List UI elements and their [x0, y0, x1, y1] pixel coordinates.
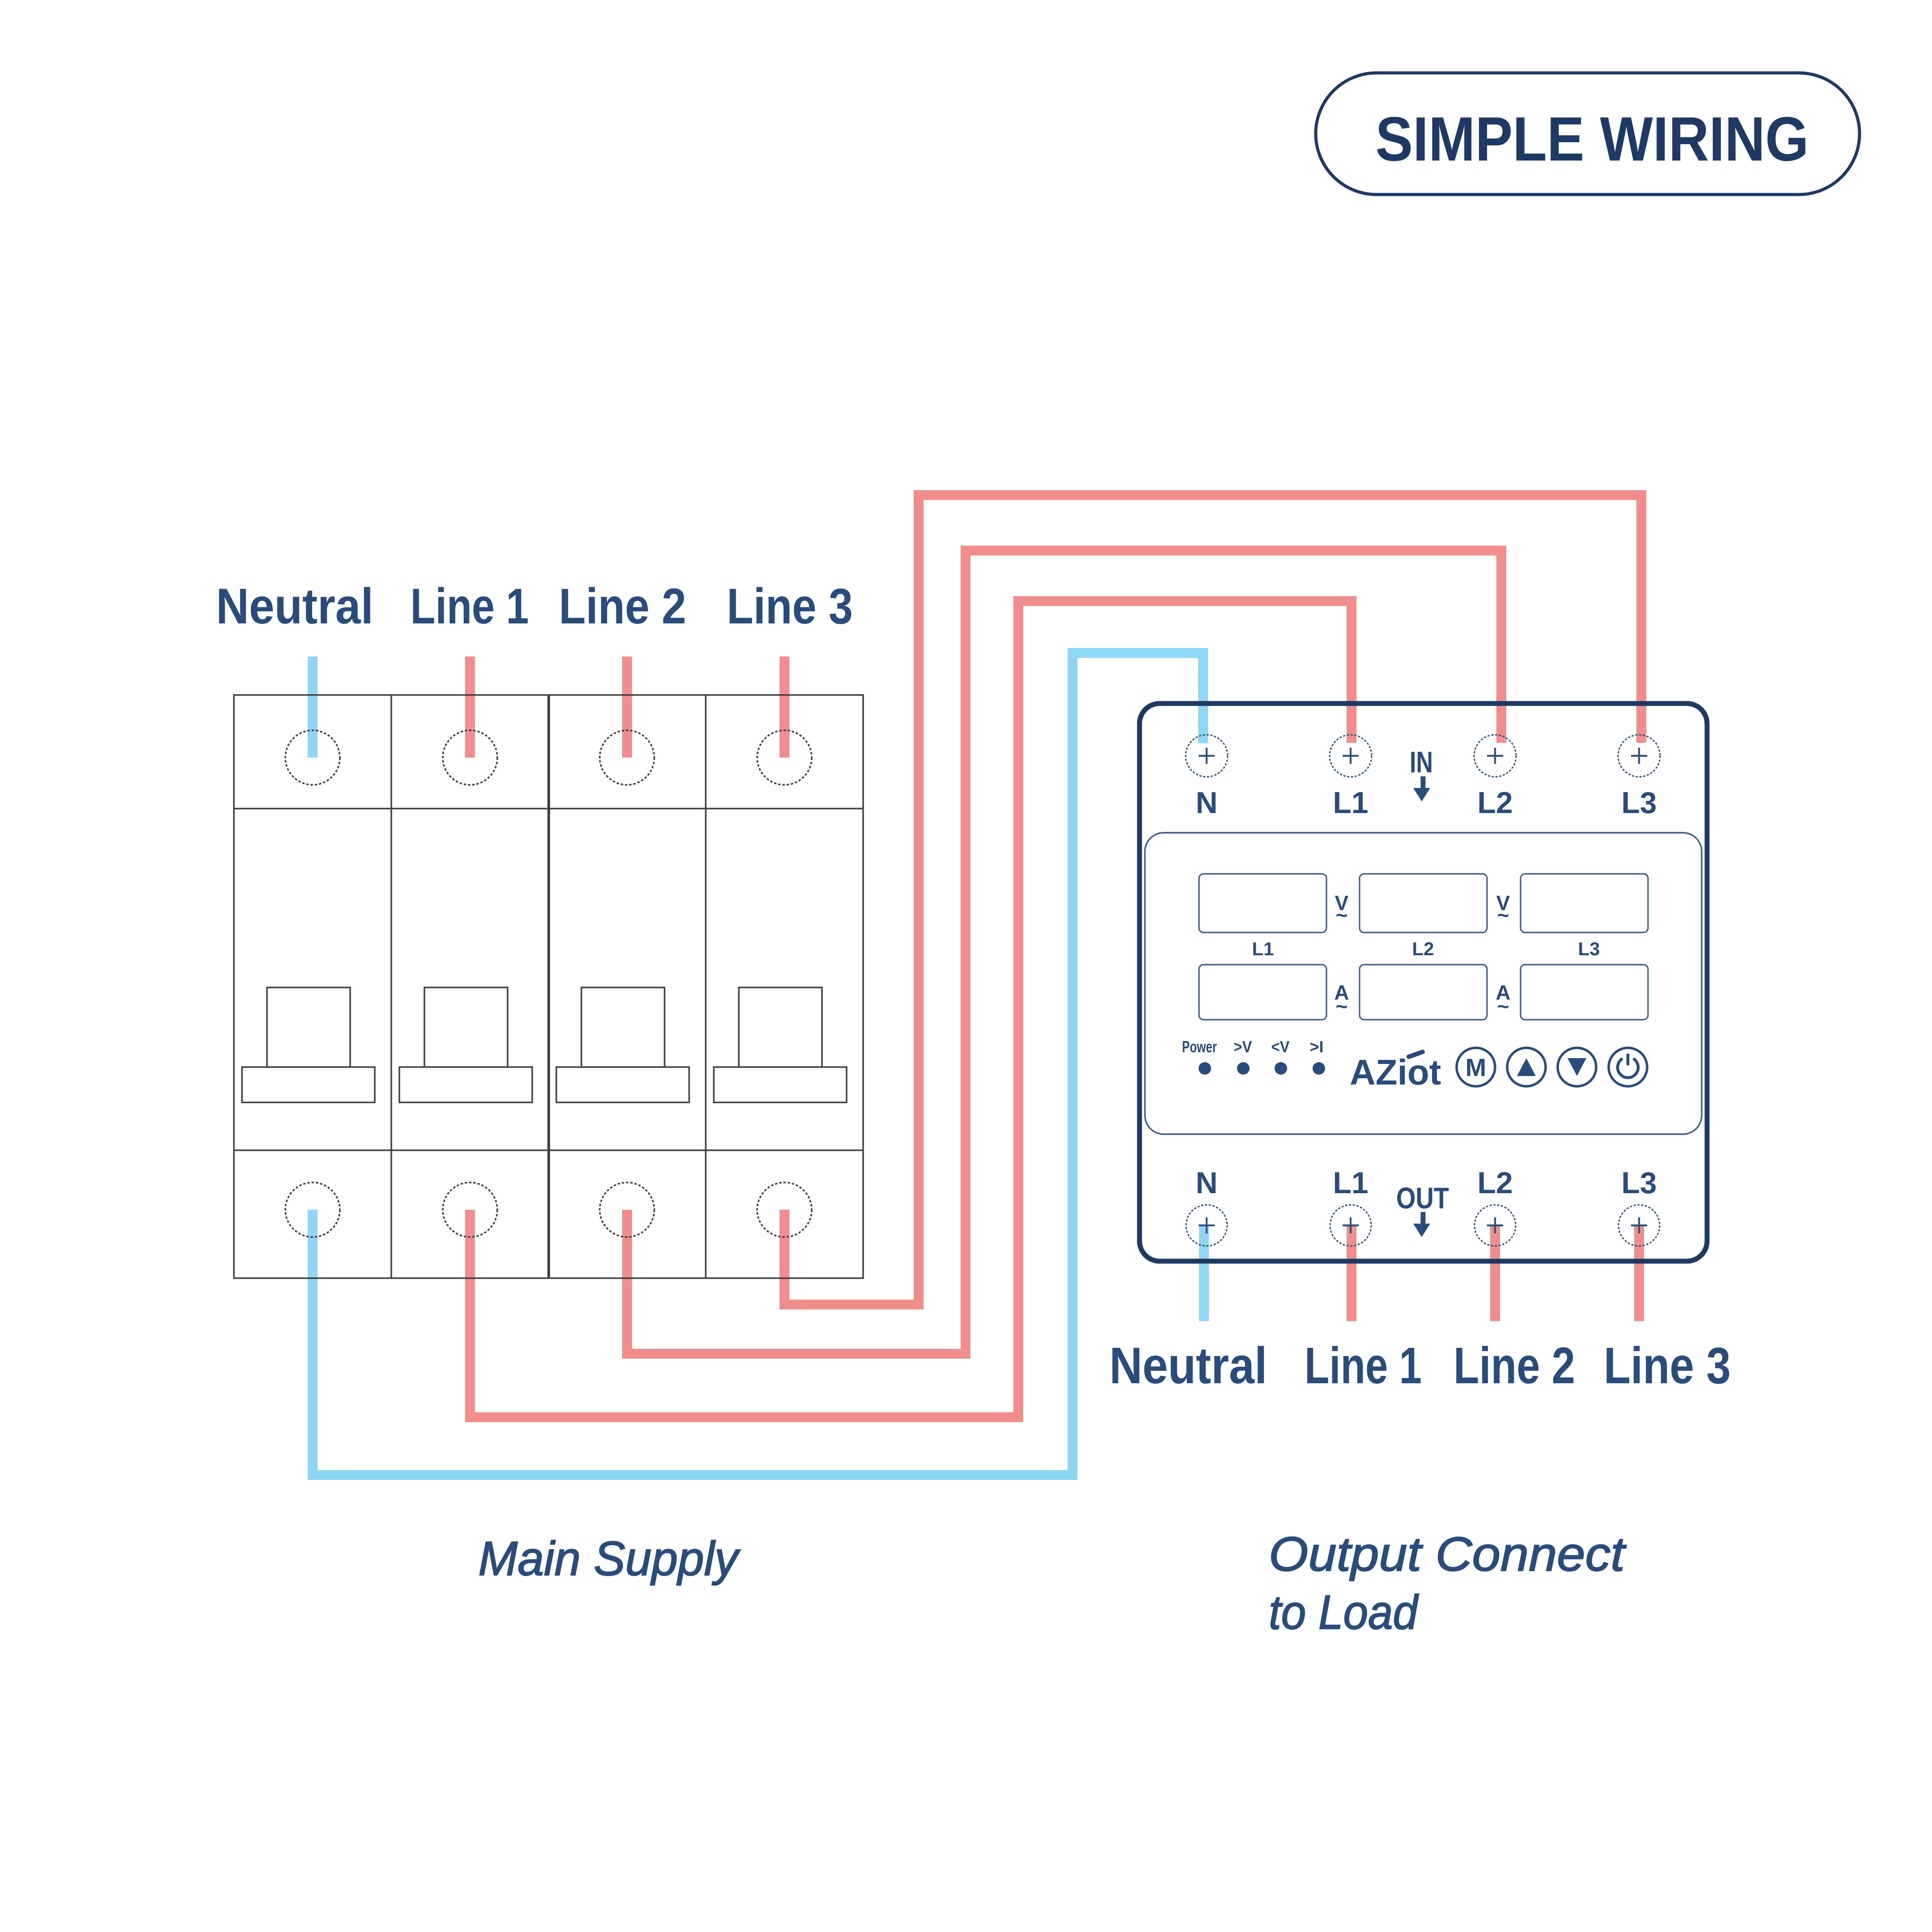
- svg-text:IN: IN: [1410, 746, 1433, 779]
- svg-text:L2: L2: [1412, 938, 1434, 959]
- svg-text:L2: L2: [1477, 786, 1513, 820]
- svg-text:Neutral: Neutral: [216, 578, 373, 634]
- svg-text:N: N: [1195, 786, 1217, 820]
- svg-text:Neutral: Neutral: [1110, 1337, 1267, 1394]
- svg-text:L2: L2: [1477, 1166, 1513, 1200]
- svg-text:V: V: [1335, 891, 1349, 915]
- svg-text:Line 3: Line 3: [727, 578, 853, 634]
- svg-text:Line 1: Line 1: [1305, 1337, 1422, 1394]
- svg-text:<V: <V: [1271, 1038, 1290, 1056]
- svg-text:L3: L3: [1621, 786, 1657, 820]
- svg-text:L1: L1: [1333, 1166, 1368, 1200]
- svg-text:L3: L3: [1578, 938, 1600, 959]
- svg-text:~: ~: [1497, 903, 1509, 927]
- svg-text:Line 2: Line 2: [1453, 1337, 1575, 1394]
- svg-text:A: A: [1496, 981, 1510, 1004]
- svg-text:SIMPLE WIRING: SIMPLE WIRING: [1376, 104, 1809, 174]
- svg-text:Power: Power: [1182, 1038, 1217, 1056]
- svg-text:>V: >V: [1234, 1038, 1252, 1056]
- svg-text:~: ~: [1336, 903, 1348, 927]
- svg-text:M: M: [1466, 1053, 1487, 1081]
- svg-text:~: ~: [1497, 995, 1509, 1018]
- svg-text:Line 3: Line 3: [1604, 1337, 1731, 1394]
- svg-text:AZiot: AZiot: [1350, 1052, 1441, 1092]
- svg-text:>I: >I: [1309, 1038, 1323, 1056]
- svg-text:A: A: [1334, 981, 1349, 1004]
- svg-text:Main Supply: Main Supply: [479, 1531, 741, 1585]
- svg-text:OUT: OUT: [1396, 1182, 1449, 1215]
- svg-text:L1: L1: [1333, 786, 1368, 820]
- svg-text:Output Connect: Output Connect: [1269, 1527, 1627, 1581]
- svg-text:V: V: [1496, 891, 1510, 915]
- svg-text:to Load: to Load: [1269, 1585, 1419, 1639]
- svg-text:Line 2: Line 2: [559, 578, 686, 634]
- svg-text:L1: L1: [1252, 938, 1274, 959]
- svg-text:L3: L3: [1621, 1166, 1657, 1200]
- svg-text:N: N: [1195, 1166, 1217, 1200]
- svg-text:~: ~: [1336, 995, 1348, 1018]
- svg-text:Line 1: Line 1: [411, 578, 529, 634]
